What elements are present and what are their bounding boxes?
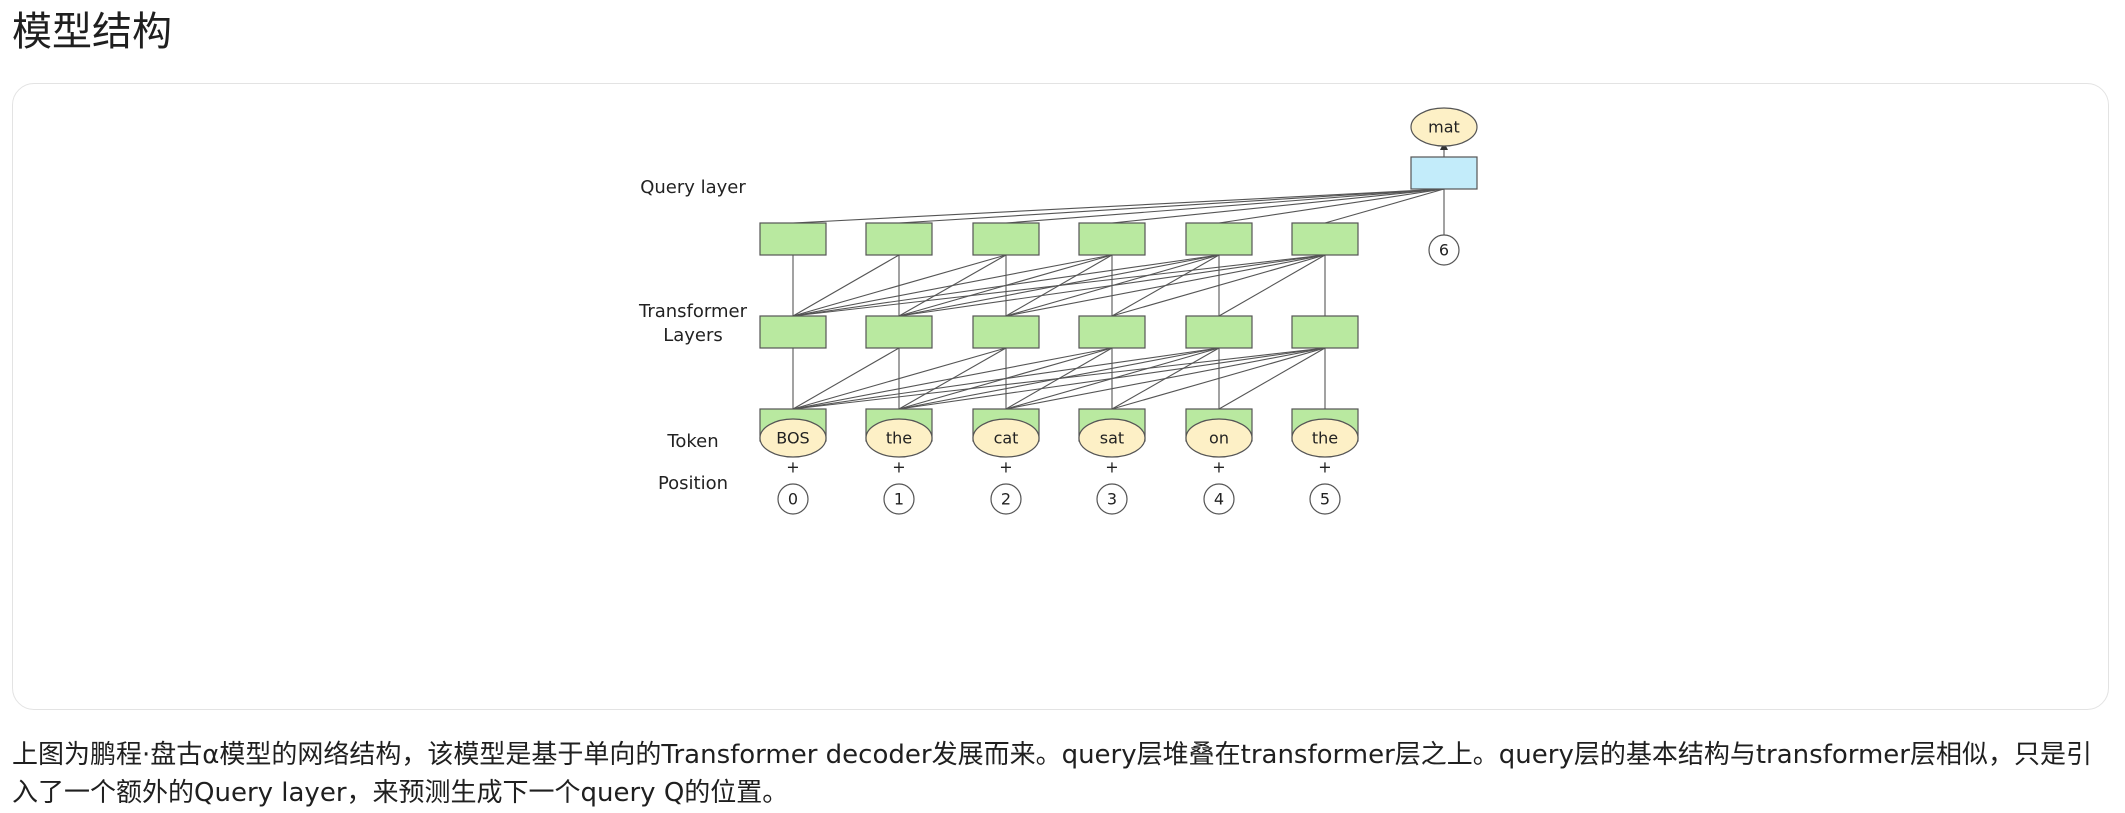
token-node: [1291, 418, 1359, 458]
plus-sign: +: [786, 458, 799, 477]
attention-edge-mid-top: [898, 254, 1007, 317]
token-text: cat: [994, 429, 1019, 448]
attention-connections: [789, 142, 1448, 443]
token-text: on: [1209, 429, 1229, 448]
diagram-nodes: BOS +0 the +1 cat +2 sat +3 on +4 the +5 mat 6: [759, 107, 1478, 515]
model-architecture-diagram: BOS +0 the +1 cat +2 sat +3 on +4 the +5 mat 6 Query …: [638, 107, 1478, 515]
query-attention-edge: [1005, 188, 1445, 224]
attention-edge-bot-mid: [1005, 347, 1113, 410]
token-label: Token: [666, 431, 718, 452]
page-title: 模型结构: [12, 9, 172, 55]
query-attention-edge: [1324, 188, 1445, 224]
query-position-text: 6: [1439, 241, 1449, 260]
token-text: sat: [1100, 429, 1124, 448]
position-text: 1: [894, 490, 904, 509]
attention-edge-bot-mid: [1218, 347, 1326, 410]
attention-edge-bot-mid: [1111, 347, 1220, 410]
transformer-block-top: [972, 222, 1040, 256]
output-token-node: [1410, 107, 1478, 147]
attention-edge-mid-top: [1218, 254, 1326, 317]
query-attention-edge: [792, 188, 1445, 224]
position-text: 4: [1214, 490, 1224, 509]
query-attention-edge: [1111, 188, 1445, 224]
query-layer-label: Query layer: [640, 177, 746, 198]
token-node: [759, 418, 827, 458]
transformer-block-top: [1185, 222, 1253, 256]
token-text: the: [886, 429, 912, 448]
row-labels: Query layer Transformer Layers Token Pos…: [638, 177, 748, 494]
transformer-block-top: [1291, 222, 1359, 256]
output-token-text: mat: [1428, 118, 1460, 137]
position-text: 2: [1001, 490, 1011, 509]
position-node: [883, 483, 915, 515]
transformer-block-mid: [865, 315, 933, 349]
attention-edge-mid-top: [792, 254, 900, 317]
figure-card: BOS +0 the +1 cat +2 sat +3 on +4 the +5 mat 6 Query …: [12, 83, 2109, 710]
position-text: 0: [788, 490, 798, 509]
query-block: [1410, 156, 1478, 190]
token-node: [865, 418, 933, 458]
transformer-block-top: [759, 222, 827, 256]
position-text: 5: [1320, 490, 1330, 509]
plus-sign: +: [892, 458, 905, 477]
position-label: Position: [658, 473, 728, 494]
position-node: [1096, 483, 1128, 515]
transformer-block-top: [1078, 222, 1146, 256]
transformer-block-mid: [759, 315, 827, 349]
query-position-node: [1428, 234, 1460, 266]
token-text: the: [1312, 429, 1338, 448]
transformer-layers-label-line2: Layers: [663, 325, 723, 346]
position-node: [1309, 483, 1341, 515]
position-node: [990, 483, 1022, 515]
token-node: [1078, 418, 1146, 458]
query-attention-edge: [1218, 188, 1445, 224]
token-node: [972, 418, 1040, 458]
transformer-block-mid: [1185, 315, 1253, 349]
figure-caption: 上图为鹏程·盘古α模型的网络结构，该模型是基于单向的Transformer de…: [12, 740, 2092, 808]
query-attention-edge: [898, 188, 1445, 224]
token-node: [1185, 418, 1253, 458]
transformer-block-top: [865, 222, 933, 256]
transformer-block-mid: [1291, 315, 1359, 349]
plus-sign: +: [1105, 458, 1118, 477]
position-node: [777, 483, 809, 515]
attention-edge-mid-top: [1005, 254, 1113, 317]
plus-sign: +: [1212, 458, 1225, 477]
attention-edge-bot-mid: [898, 347, 1007, 410]
transformer-block-mid: [972, 315, 1040, 349]
plus-sign: +: [1318, 458, 1331, 477]
attention-edge-bot-mid: [792, 347, 900, 410]
token-text: BOS: [776, 429, 809, 448]
transformer-block-mid: [1078, 315, 1146, 349]
plus-sign: +: [999, 458, 1012, 477]
attention-edge-mid-top: [1111, 254, 1220, 317]
transformer-layers-label-line1: Transformer: [638, 301, 748, 322]
position-text: 3: [1107, 490, 1117, 509]
position-node: [1203, 483, 1235, 515]
